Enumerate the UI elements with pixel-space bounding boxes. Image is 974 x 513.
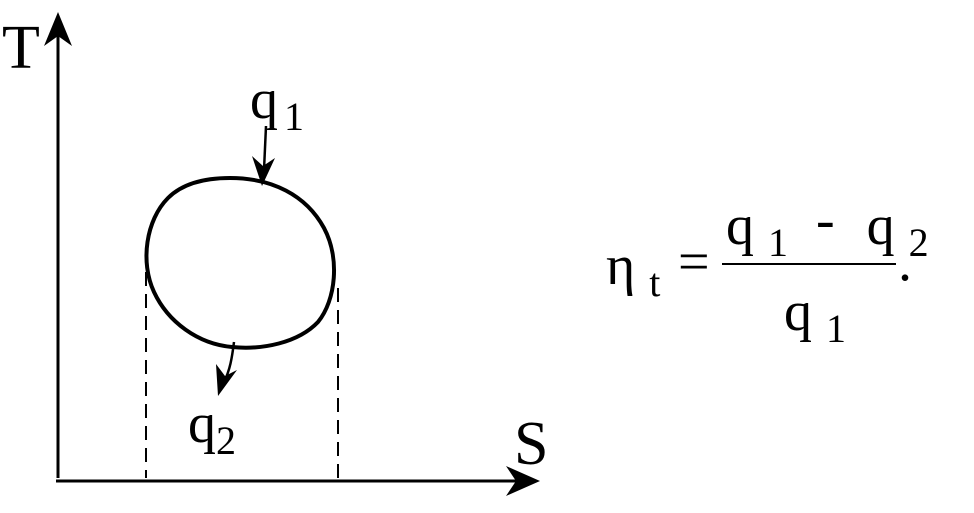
numerator-q1-index: 1 — [768, 220, 788, 265]
numerator: q 1 - q 2 — [726, 189, 929, 269]
heat-out-arrowhead — [216, 364, 237, 396]
formula-period: . — [898, 231, 912, 293]
heat-out-label: q 2 — [188, 393, 236, 463]
eta-label: η t — [606, 235, 660, 305]
heat-out-index: 2 — [216, 418, 236, 463]
heat-in-arrow-shaft — [262, 125, 268, 171]
denominator: q 1 — [784, 281, 846, 351]
heat-in-index: 1 — [284, 94, 304, 139]
efficiency-formula: η t = q 1 - q 2 q 1 . — [606, 189, 929, 351]
t-axis-label: T — [2, 14, 40, 82]
numerator-q2-index: 2 — [909, 220, 929, 265]
denominator-q1-symbol: q — [784, 281, 812, 343]
heat-out-symbol: q — [188, 393, 216, 455]
t-axis-arrowhead — [44, 12, 72, 46]
denominator-q1-index: 1 — [826, 306, 846, 351]
cycle-loop — [144, 175, 336, 350]
equals-sign: = — [678, 231, 710, 293]
s-axis-label: S — [514, 410, 548, 478]
heat-in-label: q 1 — [250, 69, 304, 139]
numerator-q2-symbol: q — [867, 195, 895, 257]
heat-in-arrowhead — [252, 156, 275, 186]
eta-index: t — [649, 260, 660, 305]
eta-symbol: η — [606, 235, 635, 297]
s-axis-arrowhead — [506, 466, 540, 496]
numerator-q1-symbol: q — [726, 195, 754, 257]
heat-in-symbol: q — [250, 69, 278, 131]
minus-sign: - — [816, 189, 835, 251]
